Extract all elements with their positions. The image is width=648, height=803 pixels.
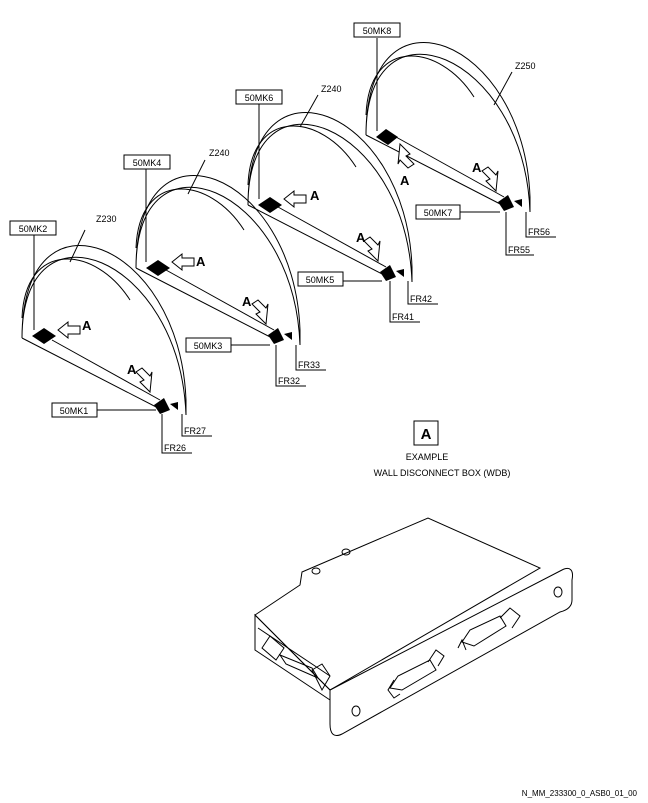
label-box-bottom-3 (297, 271, 344, 287)
view-letter-top-2: A (196, 254, 206, 269)
label-top-4: 50MK8 (363, 26, 392, 36)
frame-label-4: Z250 (515, 61, 536, 71)
wdb-box-top-2 (146, 260, 170, 276)
frame-front-4: FR55 (508, 245, 530, 255)
drawing-reference: N_MM_233300_0_ASB0_01_00 (522, 789, 638, 798)
label-bottom-4: 50MK7 (424, 208, 453, 218)
label-box-top-2 (123, 154, 171, 170)
arrow-a-bottom-2-icon (251, 299, 269, 326)
label-bottom-2: 50MK3 (194, 341, 223, 351)
frame-front-2: FR32 (278, 376, 300, 386)
label-box-bottom-2 (185, 337, 232, 353)
frame-rear-2: FR33 (298, 360, 320, 370)
arrow-a-top-4-icon (397, 142, 415, 169)
arrow-a-bottom-1-icon (135, 367, 153, 394)
arrow-a-top-3-icon (283, 189, 307, 209)
wdb-box-bottom-2 (268, 328, 284, 344)
detail-a-letter: A (421, 426, 432, 443)
arrow-a-top-1-icon (57, 320, 81, 340)
wdb-box-top-1 (32, 328, 56, 344)
wall-disconnect-box-drawing (254, 517, 573, 737)
view-letter-top-3: A (310, 188, 320, 203)
label-box-top-1 (9, 220, 57, 236)
fuselage-section-3 (247, 112, 413, 283)
fuselage-section-4 (365, 42, 531, 213)
view-letter-top-4: A (400, 173, 410, 188)
label-top-2: 50MK4 (133, 158, 162, 168)
label-box-top-4 (353, 22, 401, 38)
wdb-box-top-4 (376, 129, 398, 145)
fuselage-section-1 (21, 245, 187, 416)
label-box-bottom-1 (51, 402, 98, 418)
arrow-a-bottom-4-icon (481, 166, 499, 193)
label-bottom-3: 50MK5 (306, 275, 335, 285)
frame-label-3: Z240 (321, 84, 342, 94)
frame-rear-1: FR27 (184, 426, 206, 436)
label-box-top-3 (235, 89, 283, 105)
wdb-box-bottom-1 (154, 398, 170, 414)
detail-a-box (413, 420, 439, 446)
view-letter-bottom-1: A (127, 362, 137, 377)
view-letter-bottom-3: A (356, 230, 366, 245)
view-letter-bottom-2: A (242, 294, 252, 309)
detail-caption-line1: EXAMPLE (406, 452, 449, 462)
label-box-bottom-4 (415, 204, 461, 220)
frame-front-1: FR26 (164, 443, 186, 453)
frame-rear-4: FR56 (528, 227, 550, 237)
fuselage-section-2 (135, 175, 301, 346)
wdb-box-top-3 (258, 197, 282, 213)
label-top-1: 50MK2 (19, 224, 48, 234)
view-letter-top-1: A (82, 318, 92, 333)
label-top-3: 50MK6 (245, 93, 274, 103)
wdb-box-bottom-4 (498, 195, 514, 211)
view-letter-bottom-4: A (472, 160, 482, 175)
detail-caption-line2: WALL DISCONNECT BOX (WDB) (374, 468, 511, 478)
frame-rear-3: FR42 (410, 294, 432, 304)
wdb-box-bottom-3 (380, 265, 396, 281)
frame-label-1: Z230 (96, 214, 117, 224)
label-bottom-1: 50MK1 (60, 406, 89, 416)
arrow-a-top-2-icon (171, 252, 195, 272)
frame-label-2: Z240 (209, 148, 230, 158)
arrow-a-bottom-3-icon (363, 236, 381, 263)
frame-front-3: FR41 (392, 312, 414, 322)
